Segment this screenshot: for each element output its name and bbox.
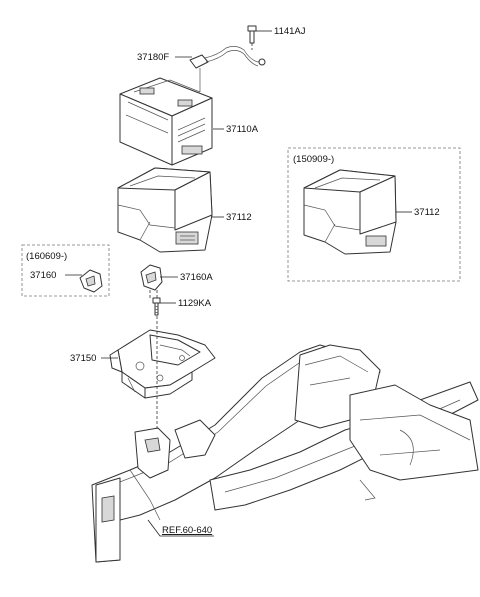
bolt-1129KA (152, 297, 161, 316)
clip-37160 (79, 269, 103, 293)
label-160609-date: (160609-) (26, 251, 67, 262)
leader-lines (65, 30, 412, 537)
battery-37110A (119, 77, 213, 166)
label-37112-alt: 37112 (414, 207, 440, 218)
variant-box-right (287, 147, 461, 282)
label-37110A: 37110A (226, 124, 259, 135)
battery-cable-37180F (189, 46, 266, 92)
label-37112: 37112 (226, 212, 252, 223)
battery-carrier-37150 (109, 329, 216, 399)
label-150909-date: (150909-) (293, 154, 334, 165)
battery-tray-37112 (117, 167, 213, 253)
label-1129KA: 1129KA (178, 298, 212, 309)
battery-tray-37112-alt (303, 169, 397, 255)
label-37160A: 37160A (180, 272, 213, 283)
label-37160: 37160 (30, 270, 56, 281)
clip-37160A (140, 264, 163, 291)
variant-box-left (21, 244, 110, 297)
vehicle-frame-structure (91, 344, 479, 563)
bolt-1141AJ (247, 25, 257, 50)
reference-link[interactable]: REF.60-640 (162, 525, 212, 536)
label-37180F: 37180F (137, 52, 169, 63)
label-37150: 37150 (70, 353, 96, 364)
label-1141AJ: 1141AJ (274, 26, 306, 37)
